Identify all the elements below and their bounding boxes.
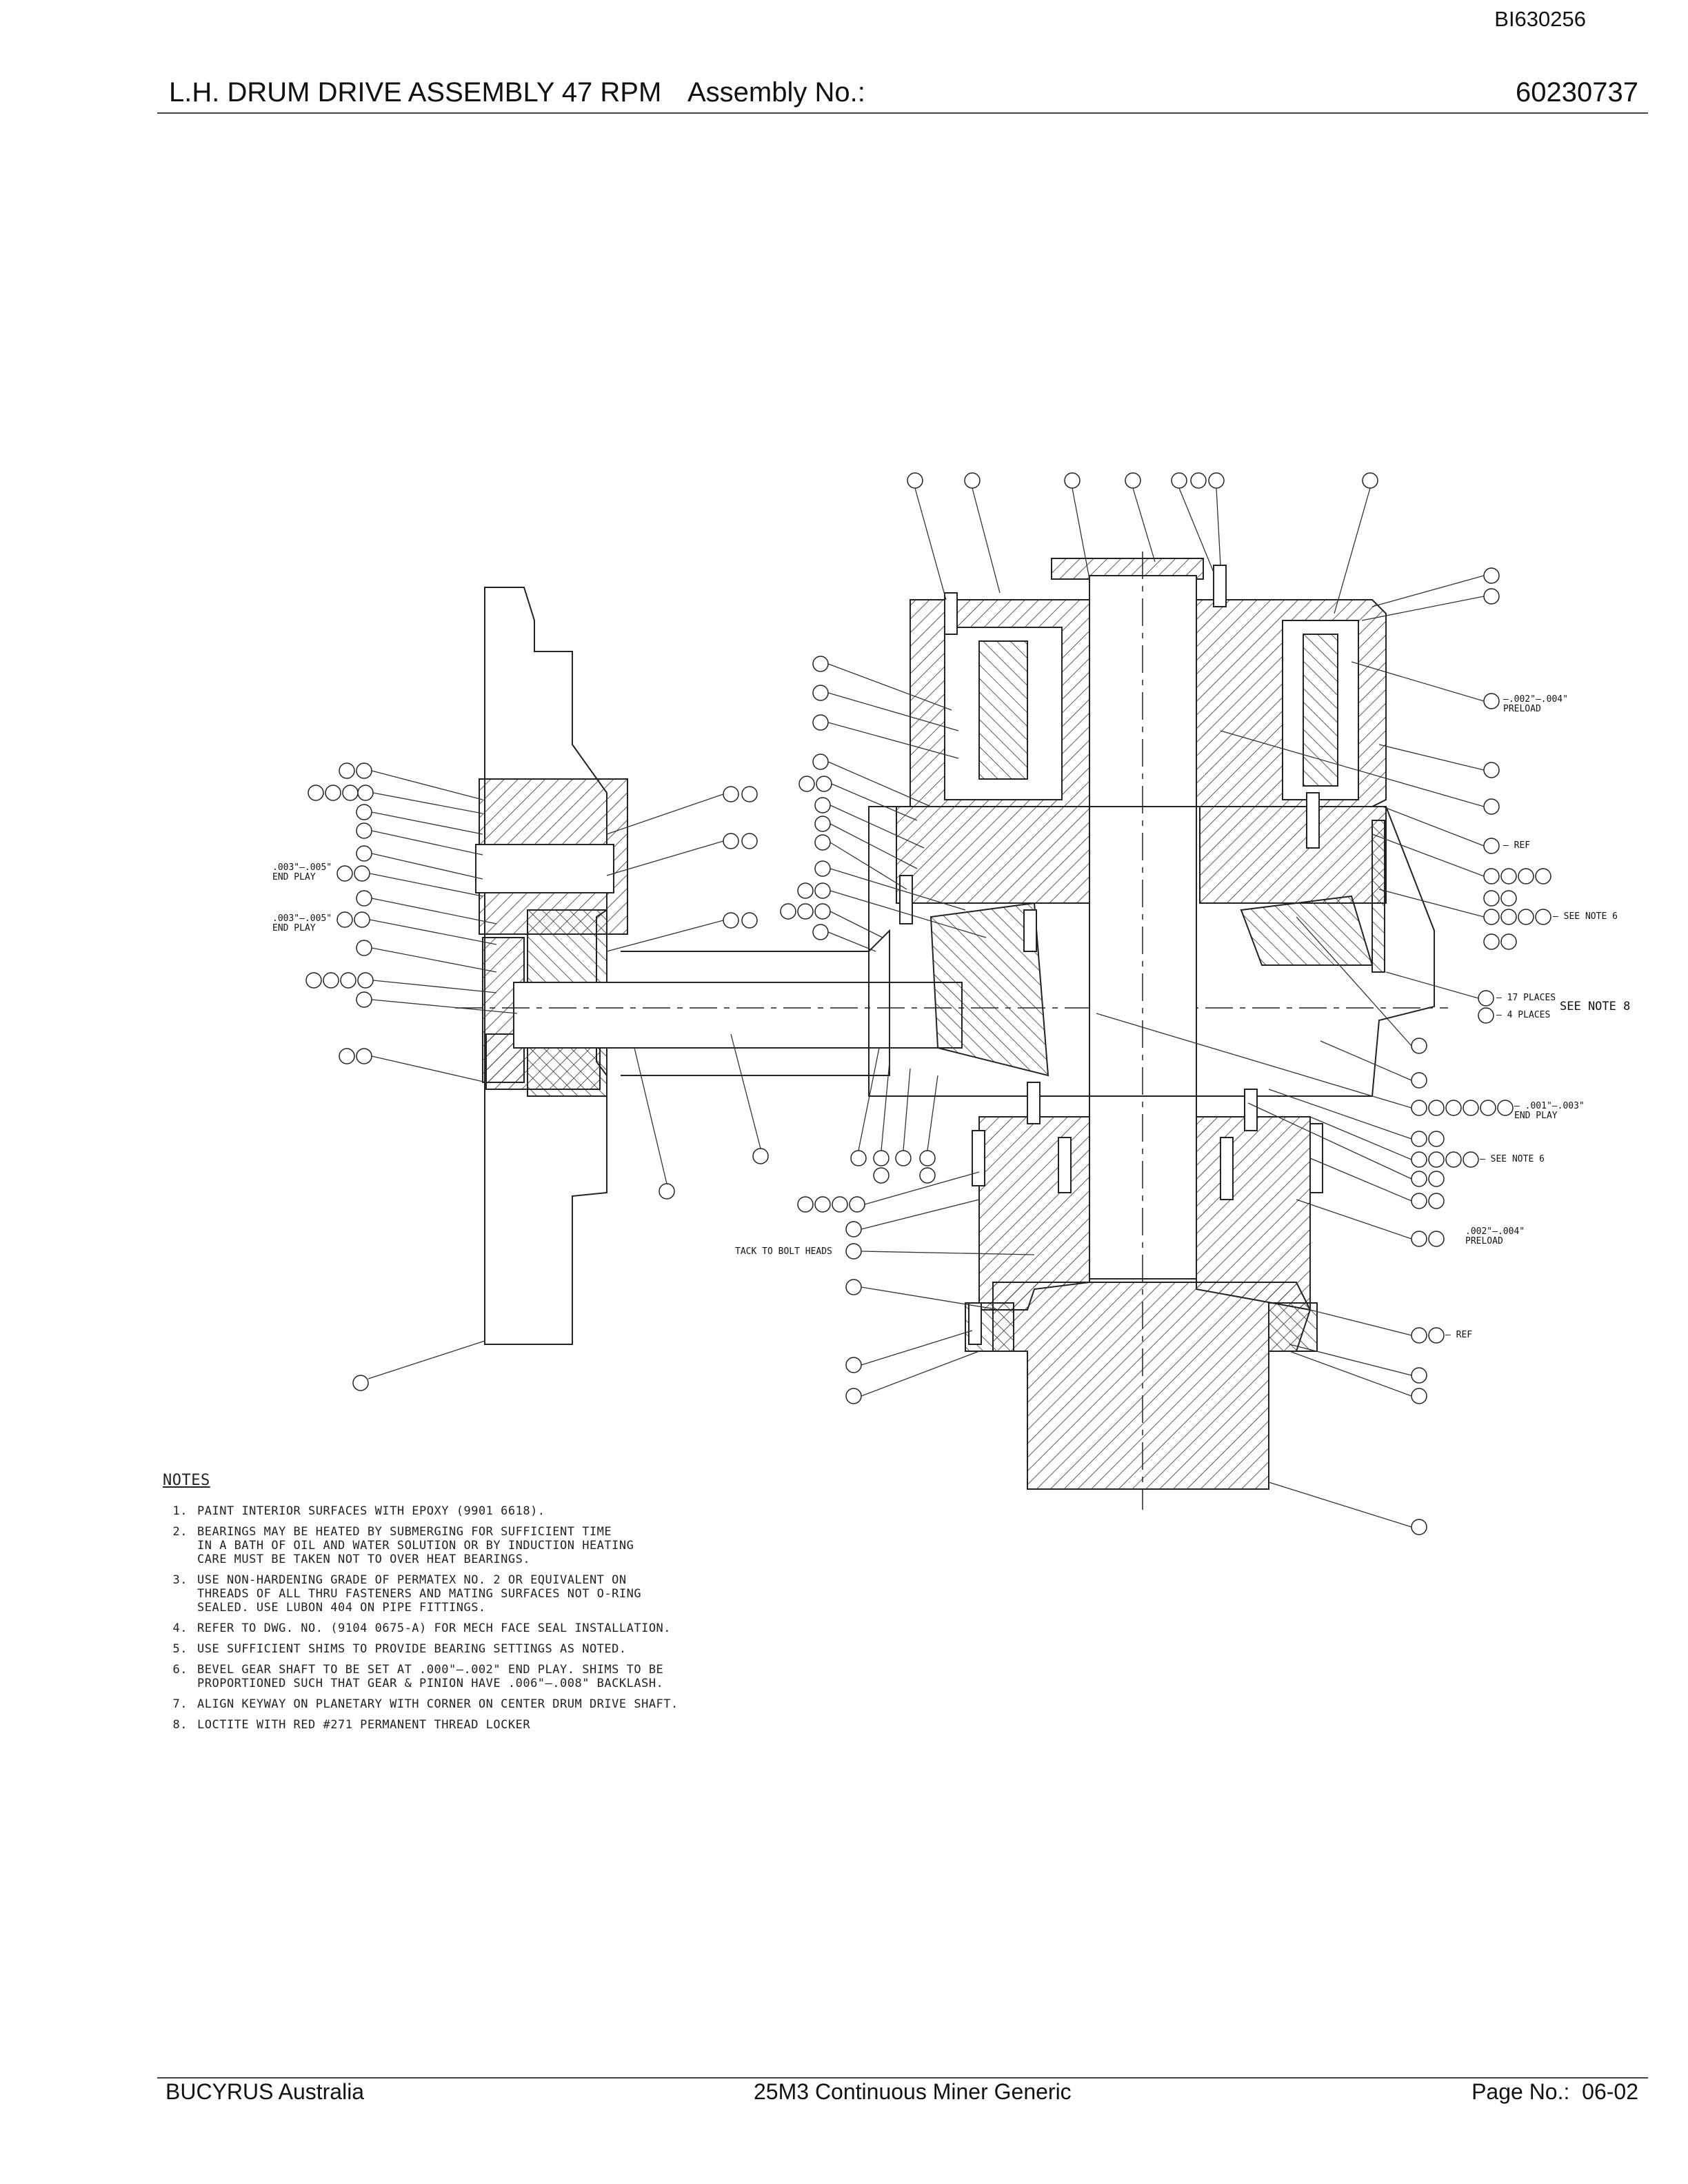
callout-ref-upper: — REF [1503,840,1531,851]
note-item: 2. BEARINGS MAY BE HEATED BY SUBMERGING … [172,1525,634,1566]
leader-lines [368,487,1485,1528]
callout-tack-to-bolt-heads: TACK TO BOLT HEADS [735,1246,832,1257]
bevel-pinion [1240,895,1374,966]
document-code: BI630256 [1494,7,1586,31]
bevel-gear-housing [868,806,1435,1097]
callout-end-play-middle: — .001"–.003" END PLAY [1514,1101,1585,1121]
footer-company: BUCYRUS Australia [165,2079,365,2104]
callout-preload-lower: .002"–.004" PRELOAD [1465,1226,1525,1246]
footer-product: 25M3 Continuous Miner Generic [754,2079,1072,2104]
callout-preload-upper: —.002"–.004" PRELOAD [1503,694,1568,714]
note-item: 6. BEVEL GEAR SHAFT TO BE SET AT .000"–.… [172,1663,664,1690]
note-item: 1. PAINT INTERIOR SURFACES WITH EPOXY (9… [172,1504,545,1518]
footer-rule [157,2077,1648,2079]
callout-end-play-left-lower: .003"–.005" END PLAY [272,913,332,933]
header-rule [157,112,1648,114]
callout-4-places: — 4 PLACES [1496,1010,1551,1020]
page-label: Page No.: [1471,2079,1570,2104]
callout-see-note-8: SEE NOTE 8 [1560,1000,1631,1013]
callout-see-note-6-lower: — SEE NOTE 6 [1480,1154,1545,1164]
note-item: 8. LOCTITE WITH RED #271 PERMANENT THREA… [172,1718,531,1732]
note-item: 5. USE SUFFICIENT SHIMS TO PROVIDE BEARI… [172,1642,627,1656]
input-shaft [513,982,963,1049]
bevel-gear [930,902,1049,1077]
page-title: L.H. DRUM DRIVE ASSEMBLY 47 RPM [169,77,662,108]
callout-17-places: — 17 PLACES [1496,993,1556,1003]
note-item: 4. REFER TO DWG. NO. (9104 0675-A) FOR M… [172,1621,672,1635]
notes-block: NOTES 1. PAINT INTERIOR SURFACES WITH EP… [163,1472,679,1739]
note-item: 7. ALIGN KEYWAY ON PLANETARY WITH CORNER… [172,1697,679,1711]
assembly-number: 60230737 [1516,77,1638,108]
lower-bearing-housing [978,1116,1090,1311]
callout-end-play-left-upper: .003"–.005" END PLAY [272,862,332,882]
notes-title: NOTES [163,1472,210,1489]
drum-hub [992,1282,1312,1490]
housing-bolts [899,565,1385,1345]
note-item: 3. USE NON-HARDENING GRADE OF PERMATEX N… [172,1573,642,1615]
callout-ref-lower: — REF [1445,1330,1473,1340]
assembly-label: Assembly No.: [687,77,865,108]
page-number: 06-02 [1582,2079,1638,2104]
footer-page: Page No.: 06-02 [1471,2079,1638,2105]
callout-see-note-6-upper: — SEE NOTE 6 [1553,911,1618,922]
